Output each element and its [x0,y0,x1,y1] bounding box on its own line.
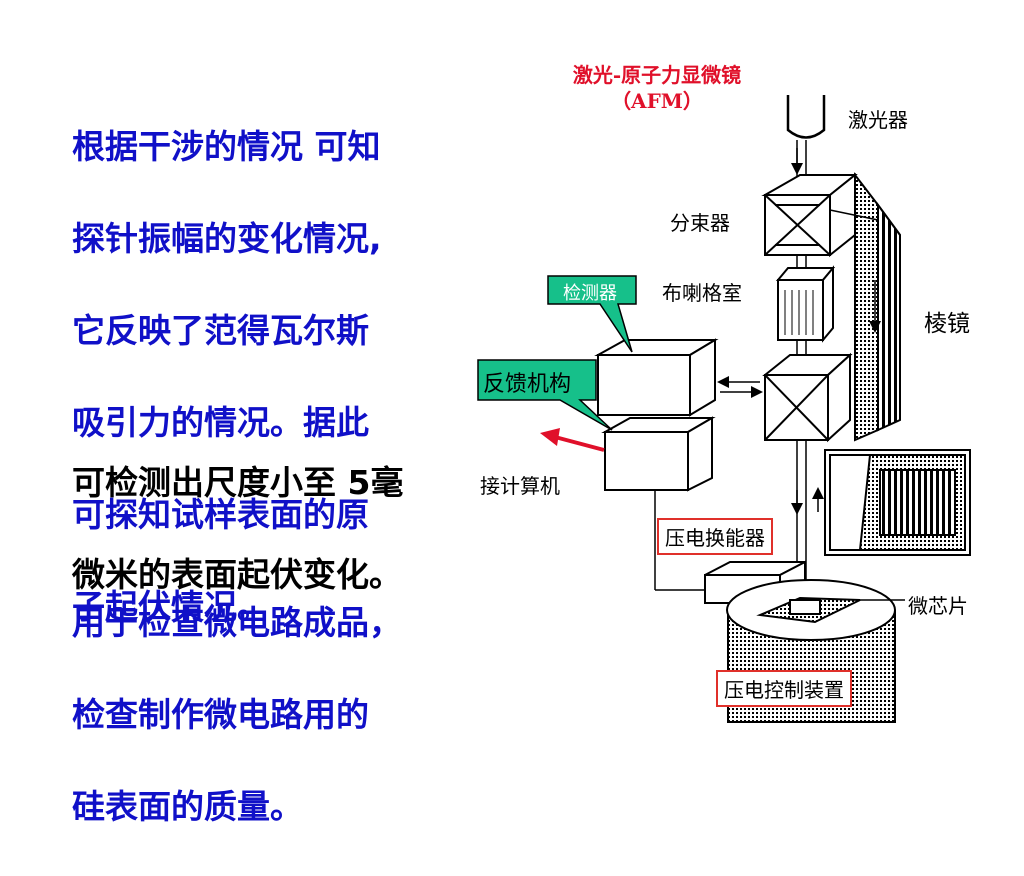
detector-box [594,338,719,417]
description-paragraph-2: 可检测出尺度小至 5毫 微米的表面起伏变化。 [72,414,472,644]
text-line: 根据干涉的情况 可知 [72,127,381,166]
text-line: 可检测出尺度小至 5毫 [72,463,404,502]
text-line: 吸引力的情况。据此 [72,403,369,442]
output-arrow [540,428,605,452]
text-line: 用于检查微电路成品， [72,603,402,642]
chip-inset [824,449,971,556]
text-line: 子起伏情况。 [72,587,270,626]
prism [829,172,901,442]
diagram-title: 激光-原子力显微镜 （AFM） [548,62,766,114]
text-line: 探针振幅的变化情况, [72,219,382,258]
text-line: 检查制作微电路用的 [72,695,369,734]
label-laser: 激光器 [848,108,908,132]
text-line: 微米的表面起伏变化。 [72,555,402,594]
label-chip: 微芯片 [908,594,968,618]
diagram-subtitle-text: （AFM） [611,89,703,113]
label-beam-splitter: 分束器 [670,211,730,235]
detector-callout [547,275,637,353]
text-line: 硅表面的质量。 [72,787,303,826]
label-bragg-cell: 布喇格室 [662,281,742,305]
text-line: 可探知试样表面的原 [72,495,369,534]
laser-tube [786,95,826,139]
beam-arrows [717,280,881,515]
piezo-transducer-label: 压电换能器 [657,518,773,555]
lower-beam-cube [762,352,853,443]
bragg-cell [775,265,836,343]
description-paragraph-1: 根据干涉的情况 可知 探针振幅的变化情况, 它反映了范得瓦尔斯 吸引力的情况。据… [72,78,472,676]
afm-diagram [477,95,971,723]
callout-detector-label: 检测器 [563,283,617,304]
feedback-box [601,416,716,492]
diagram-title-text: 激光-原子力显微镜 [572,63,742,87]
text-line: 它反映了范得瓦尔斯 [72,311,369,350]
callout-feedback-label: 反馈机构 [483,372,572,397]
feedback-callout [477,359,613,431]
label-prism: 棱镜 [924,311,970,337]
piezo-control-label: 压电控制装置 [716,670,852,707]
beam-splitter [761,172,858,258]
label-computer: 接计算机 [480,474,560,498]
